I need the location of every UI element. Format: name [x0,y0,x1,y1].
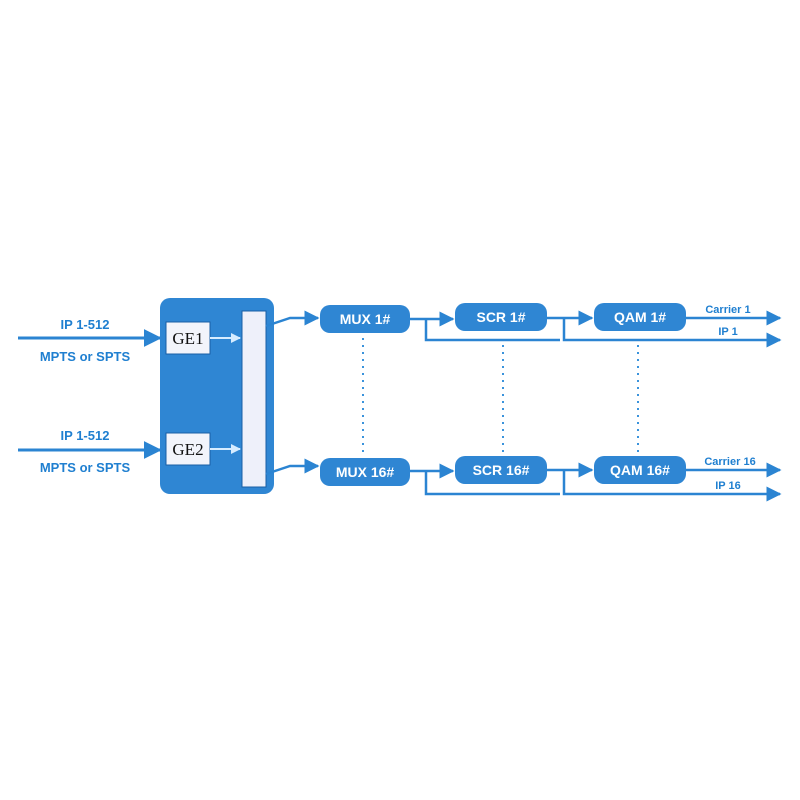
ge2-port-label: GE2 [172,440,203,459]
qam-1-label: QAM 1# [614,309,666,325]
bus-to-mux1-arrow [265,310,320,328]
ip-16-output-label: IP 16 [715,480,741,492]
channel-row-16: MUX 16# SCR 16# QAM 16# Carrier 16 IP 16 [320,456,782,502]
qam-1-box [594,303,686,331]
scr-16-label: SCR 16# [473,462,530,478]
ge1-port [165,321,211,355]
scr-16-box [455,456,547,484]
scr-1-label: SCR 1# [476,309,525,325]
mux-1-label: MUX 1# [340,311,391,327]
qam-16-label: QAM 16# [610,462,670,478]
ge1-port-label: GE1 [172,329,203,348]
mux1-bypass-line [424,319,560,342]
mux-16-label: MUX 16# [336,464,395,480]
switch-bus [241,310,267,488]
mux-1-box [320,305,410,333]
mux-16-box [320,458,410,486]
input-2-type-label: MPTS or SPTS [40,460,131,475]
carrier-1-label: Carrier 1 [705,304,750,316]
input-2-ip-label: IP 1-512 [61,428,110,443]
ge2-port [165,432,211,466]
channel-row-1: MUX 1# SCR 1# QAM 1# Carrier 1 IP 1 [320,303,782,348]
input-1-type-label: MPTS or SPTS [40,349,131,364]
carrier-16-label: Carrier 16 [704,456,755,468]
ip16-output-arrow [562,470,782,502]
bus-to-mux16-arrow [265,458,320,476]
mux16-bypass-line [424,471,560,496]
ip-1-output-label: IP 1 [718,326,737,338]
ip1-output-arrow [562,318,782,348]
qam-16-box [594,456,686,484]
input-1-ip-label: IP 1-512 [61,317,110,332]
scr-1-box [455,303,547,331]
